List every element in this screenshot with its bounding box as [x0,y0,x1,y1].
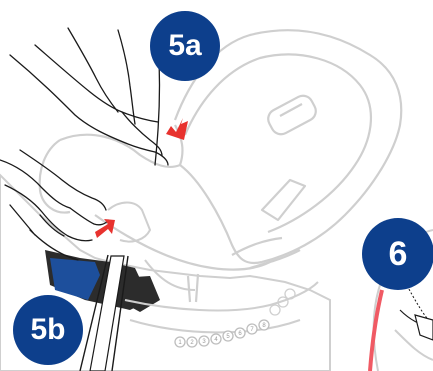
step-5a-label: 5a [168,29,201,63]
step-5a-badge: 5a [150,11,220,81]
step-6-badge: 6 [362,218,433,290]
step-5b-label: 5b [30,313,65,347]
hand-5a [10,28,168,165]
step-6-label: 6 [389,235,408,274]
step-5b-badge: 5b [13,295,83,365]
